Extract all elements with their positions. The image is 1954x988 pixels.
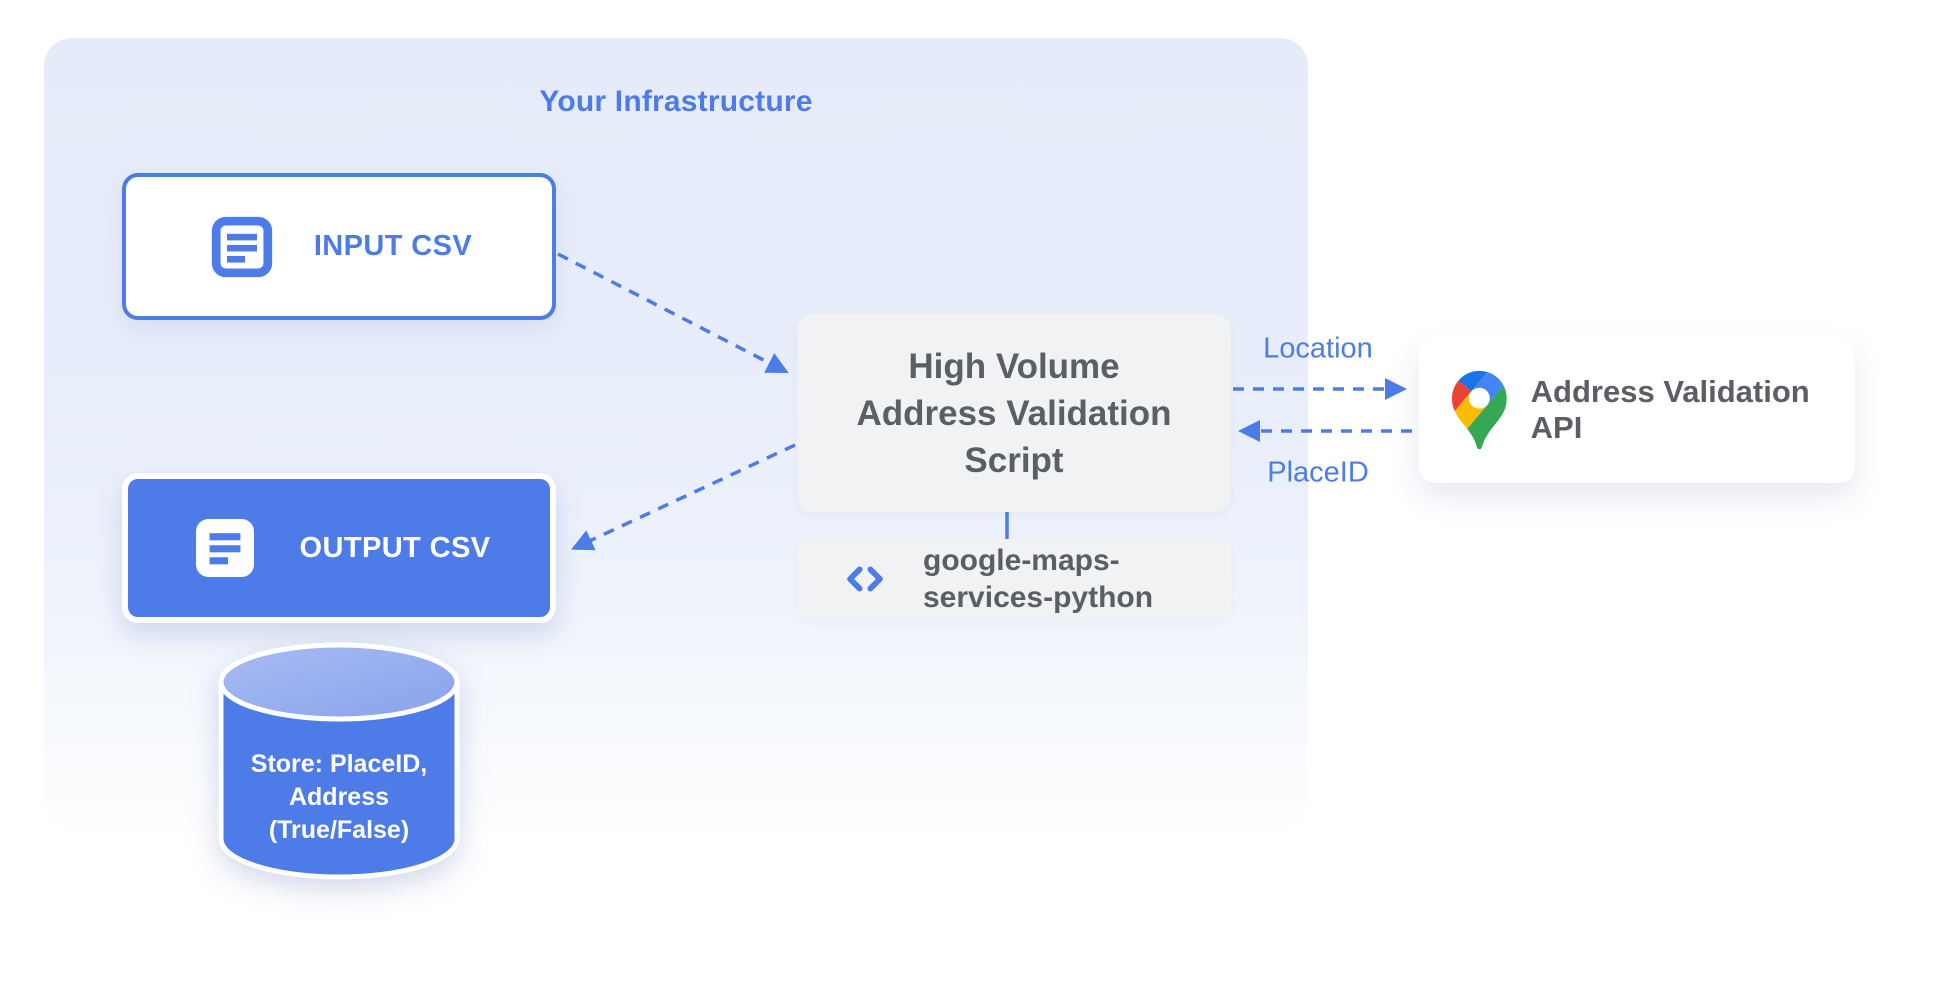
- datastore-cylinder: Store: PlaceID, Address (True/False): [214, 634, 464, 889]
- script-label-line: Address Validation: [856, 393, 1172, 433]
- edge-label-location: Location: [1263, 332, 1373, 365]
- input-csv-label: INPUT CSV: [313, 230, 473, 262]
- script-label-line: High Volume: [908, 346, 1120, 386]
- script-node: High Volume Address Validation Script: [797, 314, 1231, 512]
- api-label: Address Validation API: [1530, 374, 1810, 445]
- edge-label-placeid: PlaceID: [1267, 456, 1369, 489]
- script-label-line: Script: [964, 440, 1064, 480]
- database-cylinder-icon: [218, 642, 460, 880]
- api-node: Address Validation API: [1419, 337, 1855, 483]
- infrastructure-title: Your Infrastructure: [539, 85, 813, 118]
- input-csv-node: INPUT CSV: [122, 173, 556, 320]
- datastore-label-line: Address: [288, 783, 390, 811]
- library-label-line: google-maps-: [923, 544, 1120, 577]
- output-csv-label: OUTPUT CSV: [299, 531, 491, 564]
- datastore-label-line: Store: PlaceID,: [250, 750, 428, 778]
- arrow-input-csv-to-script: [557, 252, 789, 374]
- library-node: google-maps- services-python: [797, 539, 1231, 619]
- library-label-line: services-python: [923, 581, 1154, 614]
- google-maps-pin-icon: [1452, 370, 1507, 450]
- datastore-label: Store: PlaceID, Address (True/False): [214, 748, 464, 847]
- document-icon: [195, 519, 254, 577]
- output-csv-node: OUTPUT CSV: [122, 473, 556, 623]
- document-icon: [211, 216, 272, 277]
- arrow-script-to-output-csv: [571, 443, 796, 551]
- library-label: google-maps- services-python: [923, 542, 1153, 616]
- code-icon: [847, 566, 883, 592]
- datastore-label-line: (True/False): [268, 816, 410, 844]
